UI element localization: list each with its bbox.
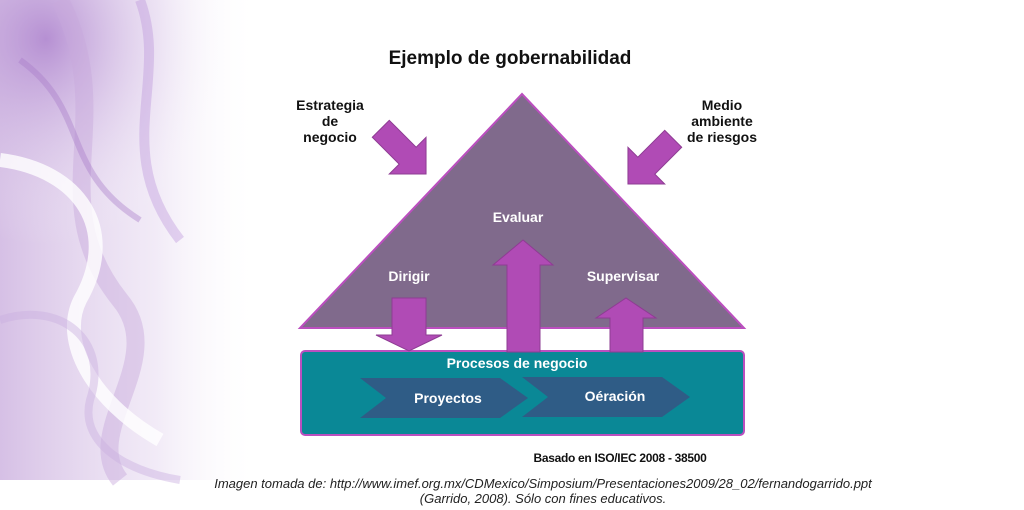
- process-chevron-1: [360, 378, 528, 418]
- dirigir-label: Dirigir: [388, 268, 430, 284]
- process-item-operacion: Oéración: [584, 388, 646, 404]
- image-caption: Imagen tomada de: http://www.imef.org.mx…: [214, 476, 872, 506]
- process-chevron-2: [522, 377, 690, 417]
- strategy-input-label: Estrategia de negocio: [296, 97, 364, 145]
- source-note: Basado en ISO/IEC 2008 - 38500: [533, 451, 707, 465]
- risk-input-arrow: [627, 129, 683, 185]
- diagram-title: Ejemplo de gobernabilidad: [388, 48, 632, 69]
- supervisar-label: Supervisar: [586, 268, 660, 284]
- strategy-input-arrow: [371, 119, 427, 175]
- process-item-proyectos: Proyectos: [414, 390, 482, 406]
- process-title: Procesos de negocio: [446, 355, 588, 371]
- supervisar-arrow: [594, 297, 658, 353]
- evaluar-arrow: [491, 239, 555, 353]
- evaluar-label: Evaluar: [492, 209, 544, 225]
- dirigir-arrow: [375, 297, 443, 352]
- risk-input-label: Medio ambiente de riesgos: [686, 97, 758, 145]
